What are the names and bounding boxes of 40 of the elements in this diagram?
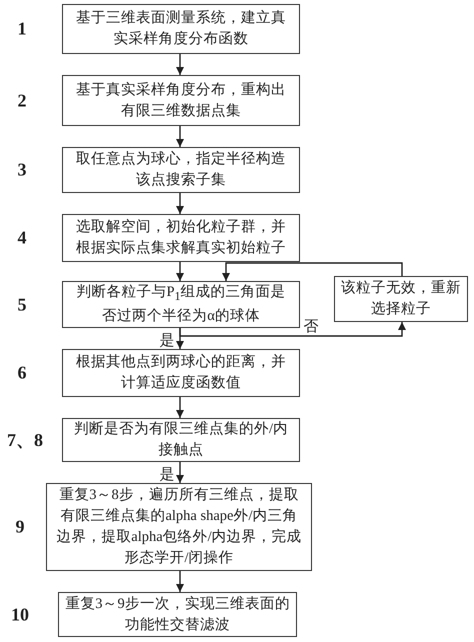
step-number: 6 [18,362,26,384]
step-text: 判断是否为有限三维点集的外/内接触点 [72,420,290,460]
arrow [179,322,406,337]
step-text: 重复3～8步，遍历所有三维点，提取有限三维点集的alpha shape外/内三角边界，提取alpha包络外/内边界，完成形态学开/闭操作 [55,486,303,568]
step-text: 基于三维表面测量系统，建立真实采样角度分布函数 [75,8,287,49]
step-number: 3 [18,160,26,180]
arrow [176,126,184,147]
step-text: 取任意点为球心，指定半径构造该点搜索子集 [75,150,287,190]
edge-label: 是 [158,466,176,482]
process-box [62,4,300,54]
arrow [176,462,184,483]
step-text: 选取解空间，初始化粒子群，并根据实际点集求解真实初始粒子 [75,218,287,258]
step-text: 重复3～9步一次，实现三维表面的功能性交替滤波 [65,594,290,634]
process-box [62,418,300,462]
step-text: 根据其他点到两球心的距离，并计算适应度函数值 [75,352,287,393]
process-box [62,75,300,126]
arrow [176,54,184,75]
process-box [62,147,300,193]
arrow [176,397,184,418]
process-box [62,214,300,262]
step-number: 10 [11,604,29,625]
arrow [176,571,184,592]
process-box [62,349,300,397]
step-number: 5 [18,294,26,315]
step-number: 9 [16,516,24,538]
step-number: 7、8 [7,429,43,452]
step-text: 判断各粒子与P$_{1}$组成的三角面是否过两个半径为α的球体 [75,282,287,326]
step-number: 2 [18,90,26,111]
process-box [58,592,297,637]
step-number: 1 [18,18,26,40]
step-text: 基于真实采样角度分布，重构出有限三维数据点集 [75,80,287,120]
edge-label: 否 [302,319,320,335]
process-box [62,281,300,328]
step-text: 该粒子无效，重新选择粒子 [341,278,461,319]
arrow [176,193,184,214]
arrow [176,262,184,281]
arrow [222,262,403,281]
process-box [334,276,468,322]
step-number: 4 [18,228,26,248]
edge-label: 是 [158,332,176,348]
